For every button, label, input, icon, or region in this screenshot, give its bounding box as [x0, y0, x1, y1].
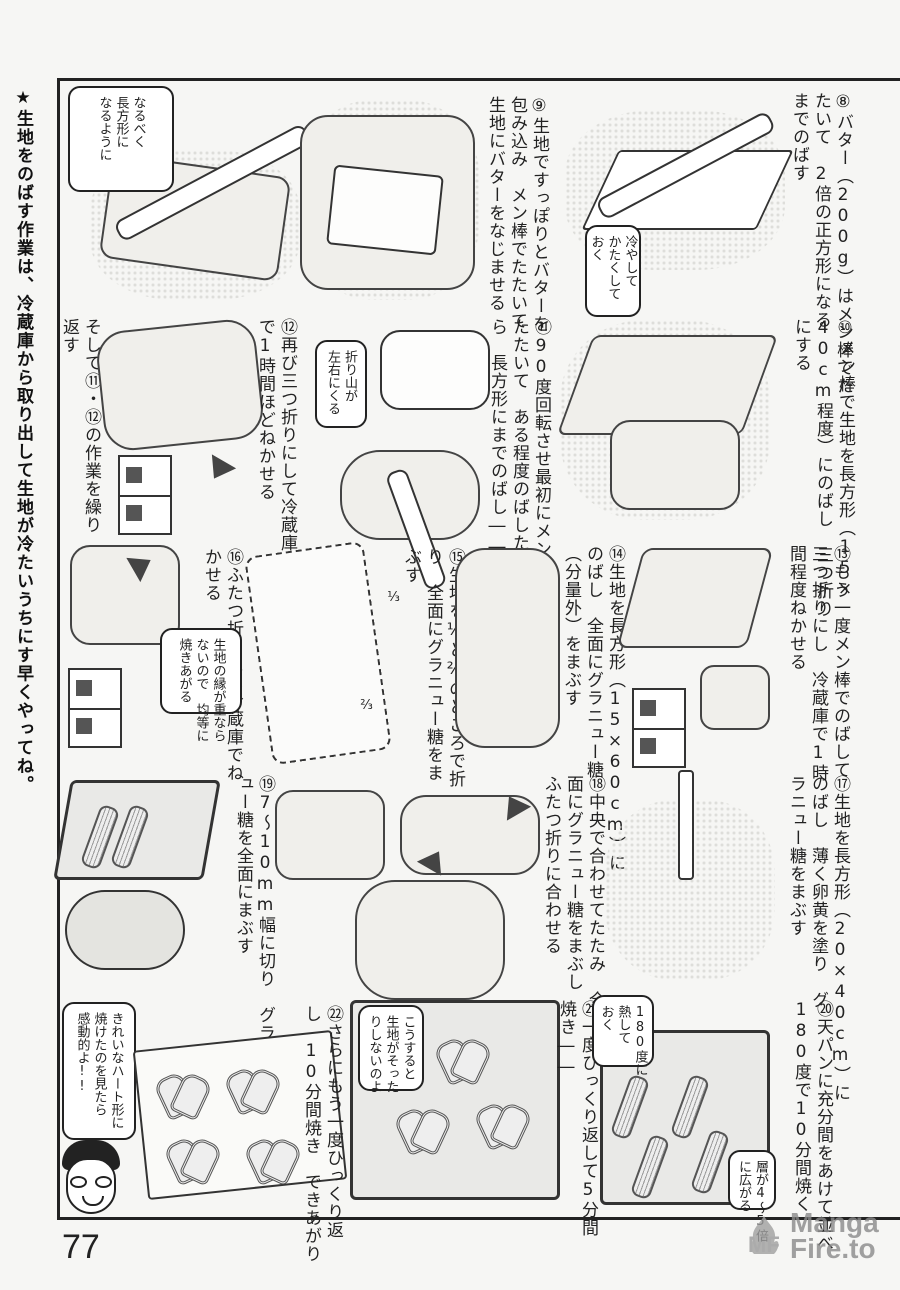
speech-bubble-even-bake: 生地の縁が重なら ないので 均等に 焼きあがる — [160, 628, 242, 742]
folding-dough-illustration — [400, 795, 540, 875]
author-avatar — [60, 1140, 122, 1216]
bubble-text: 生地の縁が重なら ないので 均等に 焼きあがる — [176, 638, 226, 742]
step-14-text: ⑭生地を長方形（15×60cm）に のばし 全面にグラニュー糖 （分量外）をまぶ… — [561, 545, 625, 872]
fridge-icon — [68, 668, 122, 748]
speech-bubble-no-warp: こうすると 生地がそった りしないのよ — [358, 1005, 424, 1093]
speech-bubble-moved: きれいなハート形に 焼けたのを見たら 感動的よ!! — [62, 1002, 136, 1140]
fridge-icon — [118, 455, 172, 535]
fridge-icon — [632, 688, 686, 768]
palmier-illustration — [250, 1140, 296, 1180]
step-9-text: ⑨生地ですっぽりとバターを 包み込み メン棒でたたいて 生地にバターをなじませる — [485, 96, 549, 333]
step-18-text: ⑱中央で合わせてたたみ 全 面にグラニュー糖をまぶし ふたつ折りに合わせる — [541, 775, 605, 1009]
logo-line-2: Fire.to — [790, 1233, 876, 1264]
bubble-text: きれいなハート形に 焼けたのを見たら 感動的よ!! — [74, 1012, 124, 1129]
trifold-dough-illustration — [700, 665, 770, 730]
sugared-dough-illustration — [455, 548, 560, 748]
side-note: ★生地をのばす作業は、冷蔵庫から取り出して生地が冷たいうちにす早くやってね。 — [13, 88, 33, 794]
bubble-text: 180度に 熱して おく — [598, 1005, 648, 1076]
trifold-dough-illustration — [610, 420, 740, 510]
palmier-illustration — [230, 1070, 276, 1110]
page-number: 77 — [62, 1228, 100, 1266]
logo-text: Manga Fire.to — [790, 1207, 879, 1264]
palmier-illustration — [440, 1040, 486, 1080]
logo-line-1: Manga — [790, 1207, 879, 1238]
flame-logo-icon: MF — [744, 1214, 784, 1258]
bubble-text: 折り山が 左右にくる — [325, 350, 357, 415]
butter-block-illustration — [326, 164, 444, 256]
speech-bubble-layers: 層が4～5倍 に広がる — [728, 1150, 776, 1242]
palmier-illustration — [160, 1075, 206, 1115]
rolling-hands-illustration — [380, 330, 490, 410]
step-13-text: ⑬もう一度メン棒でのばして 三つ折りにし 冷蔵庫で1時 間程度ねかせる — [786, 545, 850, 782]
step-8-text: ⑧バター（200g）はメン棒でた たいて 2倍の正方形になる までのばす — [789, 92, 853, 395]
bubble-text: こうすると 生地がそった りしないのよ — [366, 1015, 416, 1093]
folded-dough-illustration — [70, 545, 180, 645]
step-19-text: ⑲7～10mm幅に切り グラニ ュー糖を全面にまぶす — [233, 775, 275, 1060]
speech-bubble-preheat: 180度に 熱して おく — [592, 995, 654, 1076]
step-20-text: ⑳天パンに充分間をあけて並べ 180度で10分間焼く — [791, 1000, 833, 1252]
folding-dough-illustration — [355, 880, 505, 1000]
step-11-text: ⑪90度回転させ最初にメン棒で たたいて ある程度のばした ら 長方形にまでのば… — [487, 318, 551, 594]
speech-bubble-long-rect: なるべく 長方形に なるように — [68, 86, 174, 192]
step-12b-text: そして⑪・⑫の作業を繰り 返す — [59, 318, 101, 534]
step-22-text: ㉒さらにもう一度ひっくり返 し 10分間焼き できあがり — [301, 1005, 343, 1263]
step-10-text: ⑩メン棒で生地を長方形（15× 40cm程度）にのばし 三つ折り にする — [791, 318, 855, 618]
logo-mark-text: MF — [748, 1232, 780, 1257]
fraction-third-label: ⅓ — [386, 590, 401, 605]
page-frame — [57, 78, 900, 1220]
pastry-brush-illustration — [678, 770, 694, 880]
palmier-illustration — [170, 1140, 216, 1180]
bubble-text: 層が4～5倍 に広がる — [736, 1160, 768, 1242]
step-17-text: ⑰生地を長方形（20×40cm）に のばし 薄く卵黄を塗り グ ラニュー糖をまぶ… — [786, 775, 850, 1102]
step-12-text: ⑫再び三つ折りにして冷蔵庫 で1時間ほどねかせる — [255, 318, 297, 552]
watermark-logo: MF Manga Fire.to — [744, 1207, 879, 1264]
sugar-bowl-illustration — [65, 890, 185, 970]
speech-bubble-fold-lr: 折り山が 左右にくる — [315, 340, 367, 428]
folded-dough-illustration — [94, 316, 266, 454]
long-dough-illustration — [616, 548, 774, 648]
bubble-text: 冷やして かたくして おく — [588, 235, 638, 300]
folded-roll-illustration — [275, 790, 385, 880]
palmier-illustration — [480, 1105, 526, 1145]
speech-bubble-chill: 冷やして かたくして おく — [585, 225, 641, 317]
bubble-text: なるべく 長方形に なるように — [96, 96, 146, 161]
fraction-two-thirds-label: ⅔ — [359, 698, 374, 713]
palmier-illustration — [400, 1110, 446, 1150]
